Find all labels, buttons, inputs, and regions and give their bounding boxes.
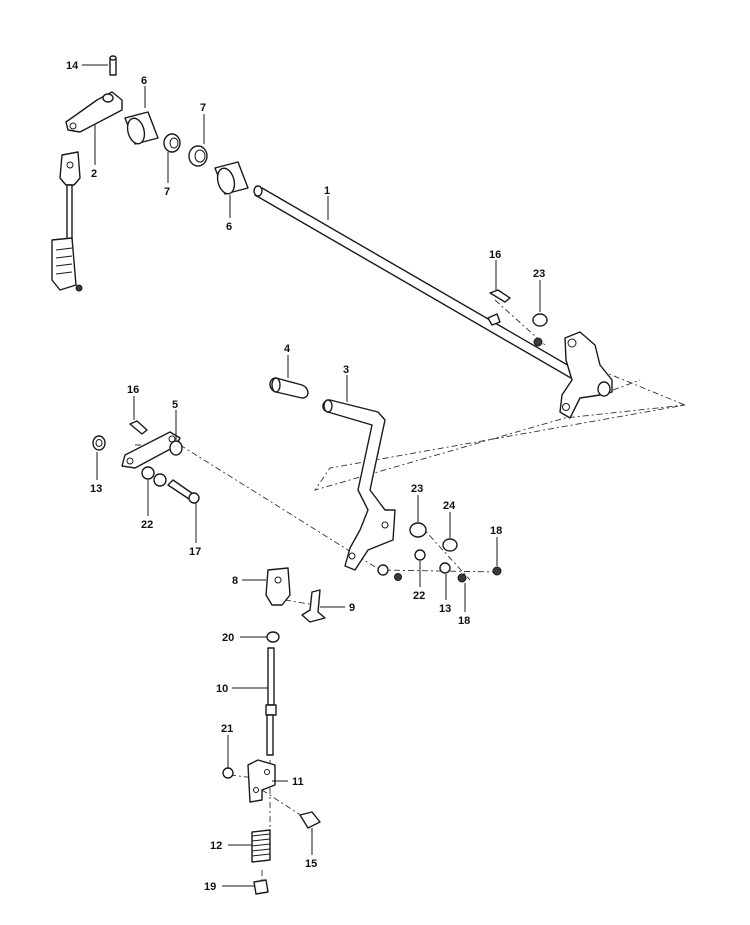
callout-18-lower: 18 — [458, 615, 470, 627]
part-16-bolt-upper — [487, 289, 511, 326]
part-14-pin — [109, 55, 117, 76]
part-9-clip — [301, 589, 326, 623]
callout-9: 9 — [349, 602, 355, 614]
part-6-bushing-upper — [124, 111, 159, 145]
part-23-washer-upper — [532, 313, 548, 347]
part-21-nut — [222, 767, 234, 779]
part-13-nut-left — [92, 435, 106, 451]
callout-13-left: 13 — [90, 483, 102, 495]
part-1-cross-shaft — [253, 185, 613, 419]
callout-7-lower: 7 — [164, 186, 170, 198]
callout-17: 17 — [189, 546, 201, 558]
part-18-nut-a — [492, 566, 502, 576]
callout-24: 24 — [443, 500, 456, 512]
part-24-washer — [442, 538, 458, 552]
callout-23-lower: 23 — [411, 483, 423, 495]
callout-6-lower: 6 — [226, 221, 232, 233]
part-6-bushing-lower — [214, 161, 249, 195]
callout-20: 20 — [222, 632, 234, 644]
pedal-hardware-washers — [377, 564, 402, 581]
callout-11: 11 — [292, 776, 304, 788]
part-7-bearing-upper — [163, 133, 181, 153]
callout-labels: 14 6 7 2 7 1 6 16 23 4 3 16 5 13 22 17 2… — [66, 60, 545, 893]
part-13-nut-right — [439, 562, 451, 574]
callout-6-upper: 6 — [141, 75, 147, 87]
part-7-bearing-lower — [188, 145, 208, 167]
alignment-lines — [135, 299, 687, 885]
part-20-nut — [266, 631, 280, 643]
callout-14: 14 — [66, 60, 79, 72]
part-8-clevis — [265, 567, 291, 606]
callout-16-upper: 16 — [489, 249, 501, 261]
callout-16-lower: 16 — [127, 384, 139, 396]
callout-22-left: 22 — [141, 519, 153, 531]
callout-3: 3 — [343, 364, 349, 376]
part-5-link-arm — [121, 431, 183, 469]
part-3-pedal-lever — [322, 399, 396, 571]
part-16-bolt-lower — [129, 420, 148, 435]
part-22-washer-right — [414, 549, 426, 561]
callout-7-upper: 7 — [200, 102, 206, 114]
part-15-bolt — [299, 811, 321, 829]
part-12-spring — [251, 829, 271, 863]
callout-10: 10 — [216, 683, 228, 695]
callout-13-right: 13 — [439, 603, 451, 615]
leader-lines — [82, 64, 541, 887]
part-4-pedal-grip — [269, 377, 309, 399]
callout-21: 21 — [221, 723, 233, 735]
callout-18-right: 18 — [490, 525, 502, 537]
callout-23-upper: 23 — [533, 268, 545, 280]
callout-4: 4 — [284, 343, 291, 355]
callout-2: 2 — [91, 168, 97, 180]
callout-1: 1 — [324, 185, 330, 197]
callout-19: 19 — [204, 881, 216, 893]
callout-12: 12 — [210, 840, 222, 852]
callout-22-right: 22 — [413, 590, 425, 602]
part-19-nut — [253, 879, 269, 895]
callout-5: 5 — [172, 399, 178, 411]
part-23-washer-lower — [409, 522, 427, 538]
callout-15: 15 — [305, 858, 317, 870]
part-22-washer-left — [141, 466, 167, 487]
part-11-bracket — [247, 759, 276, 803]
part-2-lift-arm — [51, 91, 123, 292]
part-10-rod — [265, 647, 277, 756]
part-17-clevis-pin — [167, 479, 200, 504]
callout-8: 8 — [232, 575, 238, 587]
part-18-nut-b — [457, 573, 467, 583]
